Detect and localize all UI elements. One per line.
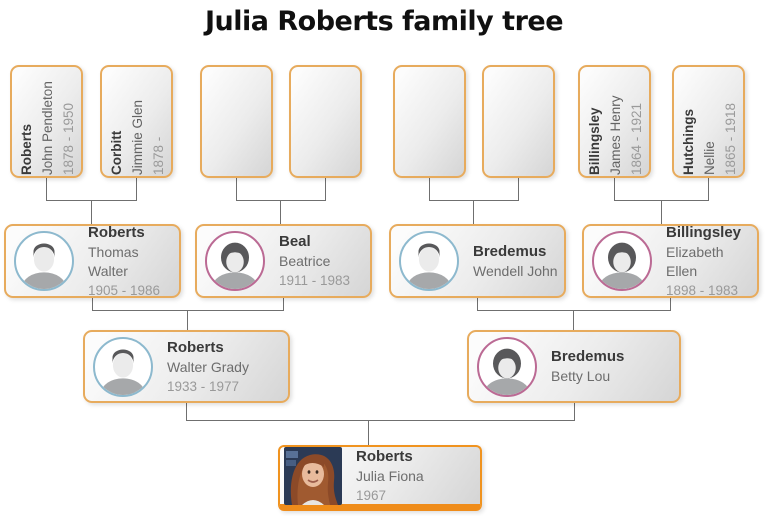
connector-line <box>518 178 519 201</box>
ancestor-card-empty-1[interactable] <box>200 65 273 178</box>
surname: Corbitt <box>108 130 123 175</box>
given-name: Betty Lou <box>551 368 611 384</box>
connector-line <box>92 310 284 311</box>
life-years: 1878 - <box>150 136 165 175</box>
subject-card-roberts-julia-fiona[interactable]: Roberts Julia Fiona 1967 <box>278 445 482 511</box>
ancestor-card-empty-4[interactable] <box>482 65 555 178</box>
connector-line <box>473 200 474 224</box>
parent-card-roberts-walter-grady[interactable]: Roberts Walter Grady 1933 - 1977 <box>83 330 290 403</box>
connector-line <box>429 178 430 201</box>
connector-line <box>477 310 671 311</box>
life-years: 1911 - 1983 <box>279 273 351 288</box>
ancestor-card-roberts-john-pendleton[interactable]: Roberts John Pendleton 1878 - 1950 <box>10 65 83 178</box>
given-name: Jimmie Glen <box>129 99 144 175</box>
life-years: 1898 - 1983 <box>666 282 739 298</box>
connector-line <box>661 200 662 224</box>
surname: Roberts <box>356 447 413 465</box>
surname: Hutchings <box>680 108 695 175</box>
connector-line <box>187 310 188 330</box>
given-name: Walter Grady <box>167 358 249 375</box>
parent-card-bredemus-betty-lou[interactable]: Bredemus Betty Lou <box>467 330 681 403</box>
female-silhouette-icon <box>477 336 537 397</box>
life-years: 1905 - 1986 <box>88 282 161 298</box>
connector-line <box>614 178 615 201</box>
grandparent-card-billingsley-elizabeth-ellen[interactable]: Billingsley Elizabeth Ellen 1898 - 1983 <box>582 224 759 298</box>
grandparent-card-bredemus-wendell-john[interactable]: Bredemus Wendell John <box>389 224 566 298</box>
connector-line <box>236 200 326 201</box>
given-name: Wendell John <box>473 262 558 279</box>
given-name: Nellie <box>701 140 716 175</box>
male-silhouette-icon <box>399 231 459 291</box>
given-name: James Henry <box>607 94 622 175</box>
given-name: Thomas Walter <box>88 243 139 279</box>
ancestor-card-billingsley-james-henry[interactable]: Billingsley James Henry 1864 - 1921 <box>578 65 651 178</box>
connector-line <box>477 298 478 311</box>
connector-line <box>429 200 519 201</box>
connector-line <box>136 178 137 201</box>
life-years: 1865 - 1918 <box>722 102 737 175</box>
julia-roberts-photo <box>284 446 342 505</box>
connector-line <box>574 403 575 420</box>
connector-line <box>670 298 671 311</box>
connector-line <box>283 298 284 311</box>
surname: Roberts <box>18 123 33 175</box>
connector-line <box>325 178 326 201</box>
connector-line <box>280 200 281 224</box>
surname: Bredemus <box>473 242 547 260</box>
connector-line <box>573 310 574 330</box>
connector-line <box>92 298 93 311</box>
surname: Billingsley <box>586 106 601 175</box>
male-silhouette-icon <box>14 231 74 291</box>
given-name: Beatrice <box>279 253 331 269</box>
page-title: Julia Roberts family tree <box>204 6 564 37</box>
connector-line <box>46 178 47 201</box>
ancestor-card-empty-2[interactable] <box>289 65 362 178</box>
surname: Billingsley <box>666 223 742 241</box>
life-years: 1864 - 1921 <box>628 102 643 175</box>
given-name: John Pendleton <box>39 80 54 175</box>
female-silhouette-icon <box>205 231 265 291</box>
grandparent-card-roberts-thomas-walter[interactable]: Roberts Thomas Walter 1905 - 1986 <box>4 224 181 298</box>
connector-line <box>186 403 187 420</box>
surname: Bredemus <box>551 348 625 365</box>
surname: Roberts <box>167 338 224 356</box>
grandparent-card-beal-beatrice[interactable]: Beal Beatrice 1911 - 1983 <box>195 224 372 298</box>
life-years: 1878 - 1950 <box>60 102 75 175</box>
life-years: 1967 <box>356 487 387 503</box>
ancestor-card-corbitt-jimmie-glen[interactable]: Corbitt Jimmie Glen 1878 - <box>100 65 173 178</box>
surname: Roberts <box>88 223 145 241</box>
connector-line <box>708 178 709 201</box>
ancestor-card-hutchings-nellie[interactable]: Hutchings Nellie 1865 - 1918 <box>672 65 745 178</box>
life-years: 1933 - 1977 <box>167 378 240 394</box>
given-name: Julia Fiona <box>356 467 424 484</box>
ancestor-card-empty-3[interactable] <box>393 65 466 178</box>
connector-line <box>368 420 369 445</box>
connector-line <box>186 420 575 421</box>
given-name: Elizabeth Ellen <box>666 243 724 279</box>
female-silhouette-icon <box>592 231 652 291</box>
surname: Beal <box>279 233 311 250</box>
connector-line <box>236 178 237 201</box>
male-silhouette-icon <box>93 336 153 397</box>
connector-line <box>91 200 92 224</box>
